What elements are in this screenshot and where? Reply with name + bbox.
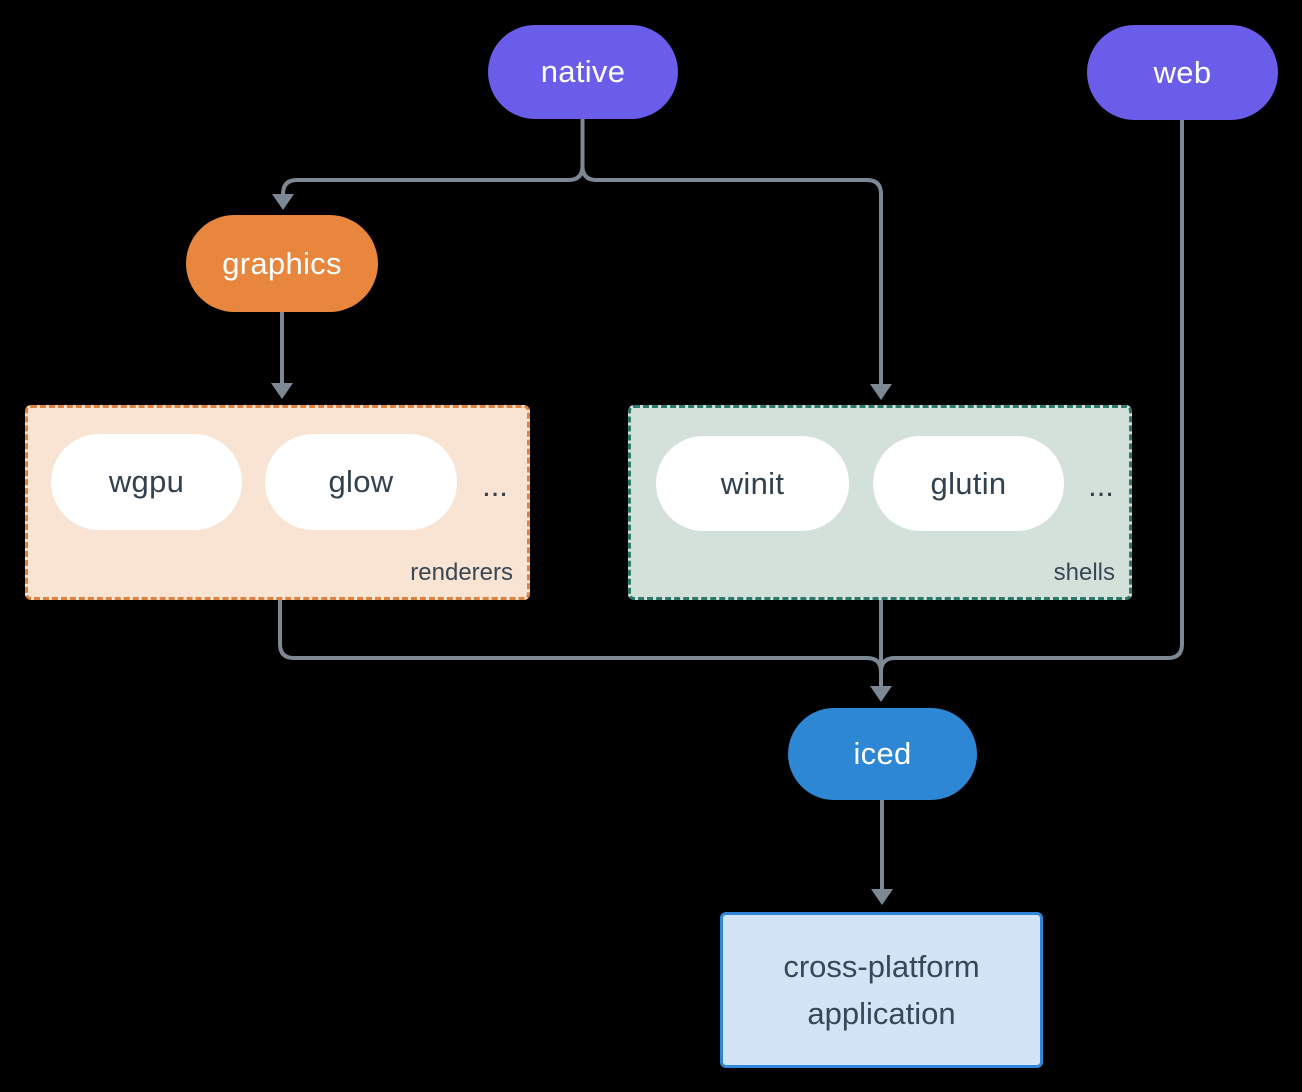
renderers-group-label: renderers bbox=[410, 559, 513, 586]
cross-platform-application-box: cross-platform application bbox=[720, 912, 1043, 1068]
app-box-line1: cross-platform bbox=[783, 949, 980, 984]
node-winit: winit bbox=[656, 436, 849, 531]
edge-renderers-merge bbox=[278, 598, 883, 674]
arrowhead-app bbox=[871, 889, 893, 905]
shells-group-label: shells bbox=[1053, 559, 1115, 586]
arrowhead-iced bbox=[870, 686, 892, 702]
node-native: native bbox=[488, 25, 678, 119]
renderers-ellipsis: ... bbox=[482, 468, 508, 503]
shells-group-box: winit glutin ... shells bbox=[628, 405, 1132, 600]
node-iced: iced bbox=[788, 708, 977, 800]
node-graphics: graphics bbox=[186, 215, 378, 312]
edge-native-graphics bbox=[281, 117, 585, 197]
node-wgpu: wgpu bbox=[51, 434, 242, 530]
renderers-group-box: wgpu glow ... renderers bbox=[25, 405, 530, 600]
app-box-line2: application bbox=[807, 996, 956, 1031]
node-glow: glow bbox=[265, 434, 457, 530]
arrowhead-renderers bbox=[271, 383, 293, 399]
shells-ellipsis: ... bbox=[1088, 468, 1114, 503]
arrowhead-graphics bbox=[272, 194, 294, 210]
edge-native-shells bbox=[580, 117, 883, 386]
node-glutin: glutin bbox=[873, 436, 1064, 531]
node-web: web bbox=[1087, 25, 1278, 120]
arrowhead-shells bbox=[870, 384, 892, 400]
